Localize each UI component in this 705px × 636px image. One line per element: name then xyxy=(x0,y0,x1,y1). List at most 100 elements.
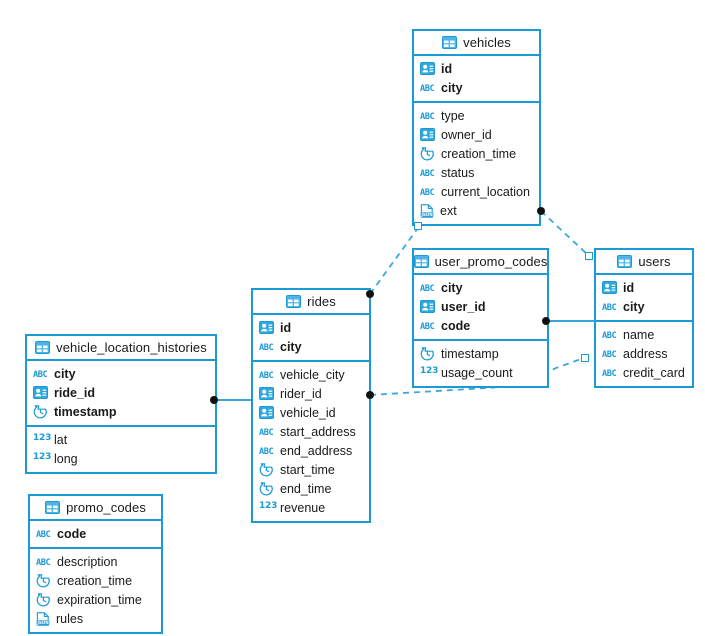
column-row-promo_codes-creation_time[interactable]: creation_time xyxy=(30,571,161,590)
column-row-vehicle_location_histories-ride_id[interactable]: ride_id xyxy=(27,383,215,402)
abc-string-icon: ABC xyxy=(420,82,435,94)
column-row-users-city[interactable]: ABC city xyxy=(596,297,692,316)
id-card-icon xyxy=(33,386,48,399)
column-row-promo_codes-description[interactable]: ABC description xyxy=(30,552,161,571)
svg-text:ABC: ABC xyxy=(36,558,51,568)
table-title: promo_codes xyxy=(66,500,146,515)
column-label: name xyxy=(623,327,655,342)
column-label: timestamp xyxy=(54,404,117,419)
svg-text:ABC: ABC xyxy=(420,188,435,198)
svg-text:ABC: ABC xyxy=(420,322,435,332)
table-header-promo_codes[interactable]: promo_codes xyxy=(30,496,161,521)
svg-text:ABC: ABC xyxy=(420,112,435,122)
abc-string-icon: ABC xyxy=(259,341,274,353)
column-label: start_address xyxy=(280,424,356,439)
column-row-promo_codes-rules[interactable]: JSON rules xyxy=(30,609,161,628)
column-label: ride_id xyxy=(54,385,95,400)
column-label: rules xyxy=(56,611,84,626)
clock-timestamp-icon xyxy=(420,346,435,361)
table-header-vehicle_location_histories[interactable]: vehicle_location_histories xyxy=(27,336,215,361)
column-row-vehicles-id[interactable]: id xyxy=(414,59,539,78)
abc-string-icon: ABC xyxy=(420,282,435,294)
table-header-users[interactable]: users xyxy=(596,250,692,275)
edge-endpoint-dot-vehicles xyxy=(537,207,545,215)
table-grid-icon xyxy=(442,36,458,49)
column-label: usage_count xyxy=(441,365,513,380)
clock-timestamp-icon xyxy=(259,462,274,477)
id-card-icon xyxy=(602,281,617,294)
column-label: id xyxy=(441,61,453,76)
json-document-icon: JSON xyxy=(420,203,434,218)
table-grid-icon xyxy=(413,255,429,268)
svg-text:ABC: ABC xyxy=(602,350,617,360)
column-row-rides-end_time[interactable]: end_time xyxy=(253,479,369,498)
column-row-user_promo_codes-timestamp[interactable]: timestamp xyxy=(414,344,547,363)
table-grid-icon xyxy=(617,255,633,268)
column-label: city xyxy=(441,280,463,295)
column-row-users-address[interactable]: ABC address xyxy=(596,344,692,363)
column-row-users-id[interactable]: id xyxy=(596,278,692,297)
column-row-rides-id[interactable]: id xyxy=(253,318,369,337)
id-card-icon xyxy=(259,321,274,334)
column-label: address xyxy=(623,346,668,361)
table-header-rides[interactable]: rides xyxy=(253,290,369,315)
edge-endpoint-dot-vlh xyxy=(210,396,218,404)
column-row-promo_codes-expiration_time[interactable]: expiration_time xyxy=(30,590,161,609)
column-label: start_time xyxy=(280,462,335,477)
column-label: description xyxy=(57,554,118,569)
json-document-icon: JSON xyxy=(36,611,50,626)
column-label: creation_time xyxy=(441,146,517,161)
column-row-rides-rider_id[interactable]: rider_id xyxy=(253,384,369,403)
abc-string-icon: ABC xyxy=(602,348,617,360)
column-row-rides-vehicle_id[interactable]: vehicle_id xyxy=(253,403,369,422)
svg-text:ABC: ABC xyxy=(602,303,617,313)
abc-string-icon: ABC xyxy=(420,167,435,179)
column-row-vehicles-owner_id[interactable]: owner_id xyxy=(414,125,539,144)
column-row-rides-start_time[interactable]: start_time xyxy=(253,460,369,479)
edge-endpoint-square-users-bot xyxy=(581,354,589,362)
column-row-vehicle_location_histories-timestamp[interactable]: timestamp xyxy=(27,402,215,421)
column-row-user_promo_codes-user_id[interactable]: user_id xyxy=(414,297,547,316)
svg-text:ABC: ABC xyxy=(420,169,435,179)
edge-rides-vehicles xyxy=(369,227,419,295)
edge-endpoint-square-users-top xyxy=(585,252,593,260)
table-header-vehicles[interactable]: vehicles xyxy=(414,31,539,56)
column-label: city xyxy=(623,299,645,314)
abc-string-icon: ABC xyxy=(420,320,435,332)
abc-string-icon: ABC xyxy=(259,369,274,381)
table-title: vehicles xyxy=(463,35,511,50)
table-header-user_promo_codes[interactable]: user_promo_codes xyxy=(413,250,547,275)
column-row-vehicles-creation_time[interactable]: creation_time xyxy=(414,144,539,163)
column-row-user_promo_codes-city[interactable]: ABC city xyxy=(414,278,547,297)
svg-text:JSON: JSON xyxy=(420,211,433,216)
